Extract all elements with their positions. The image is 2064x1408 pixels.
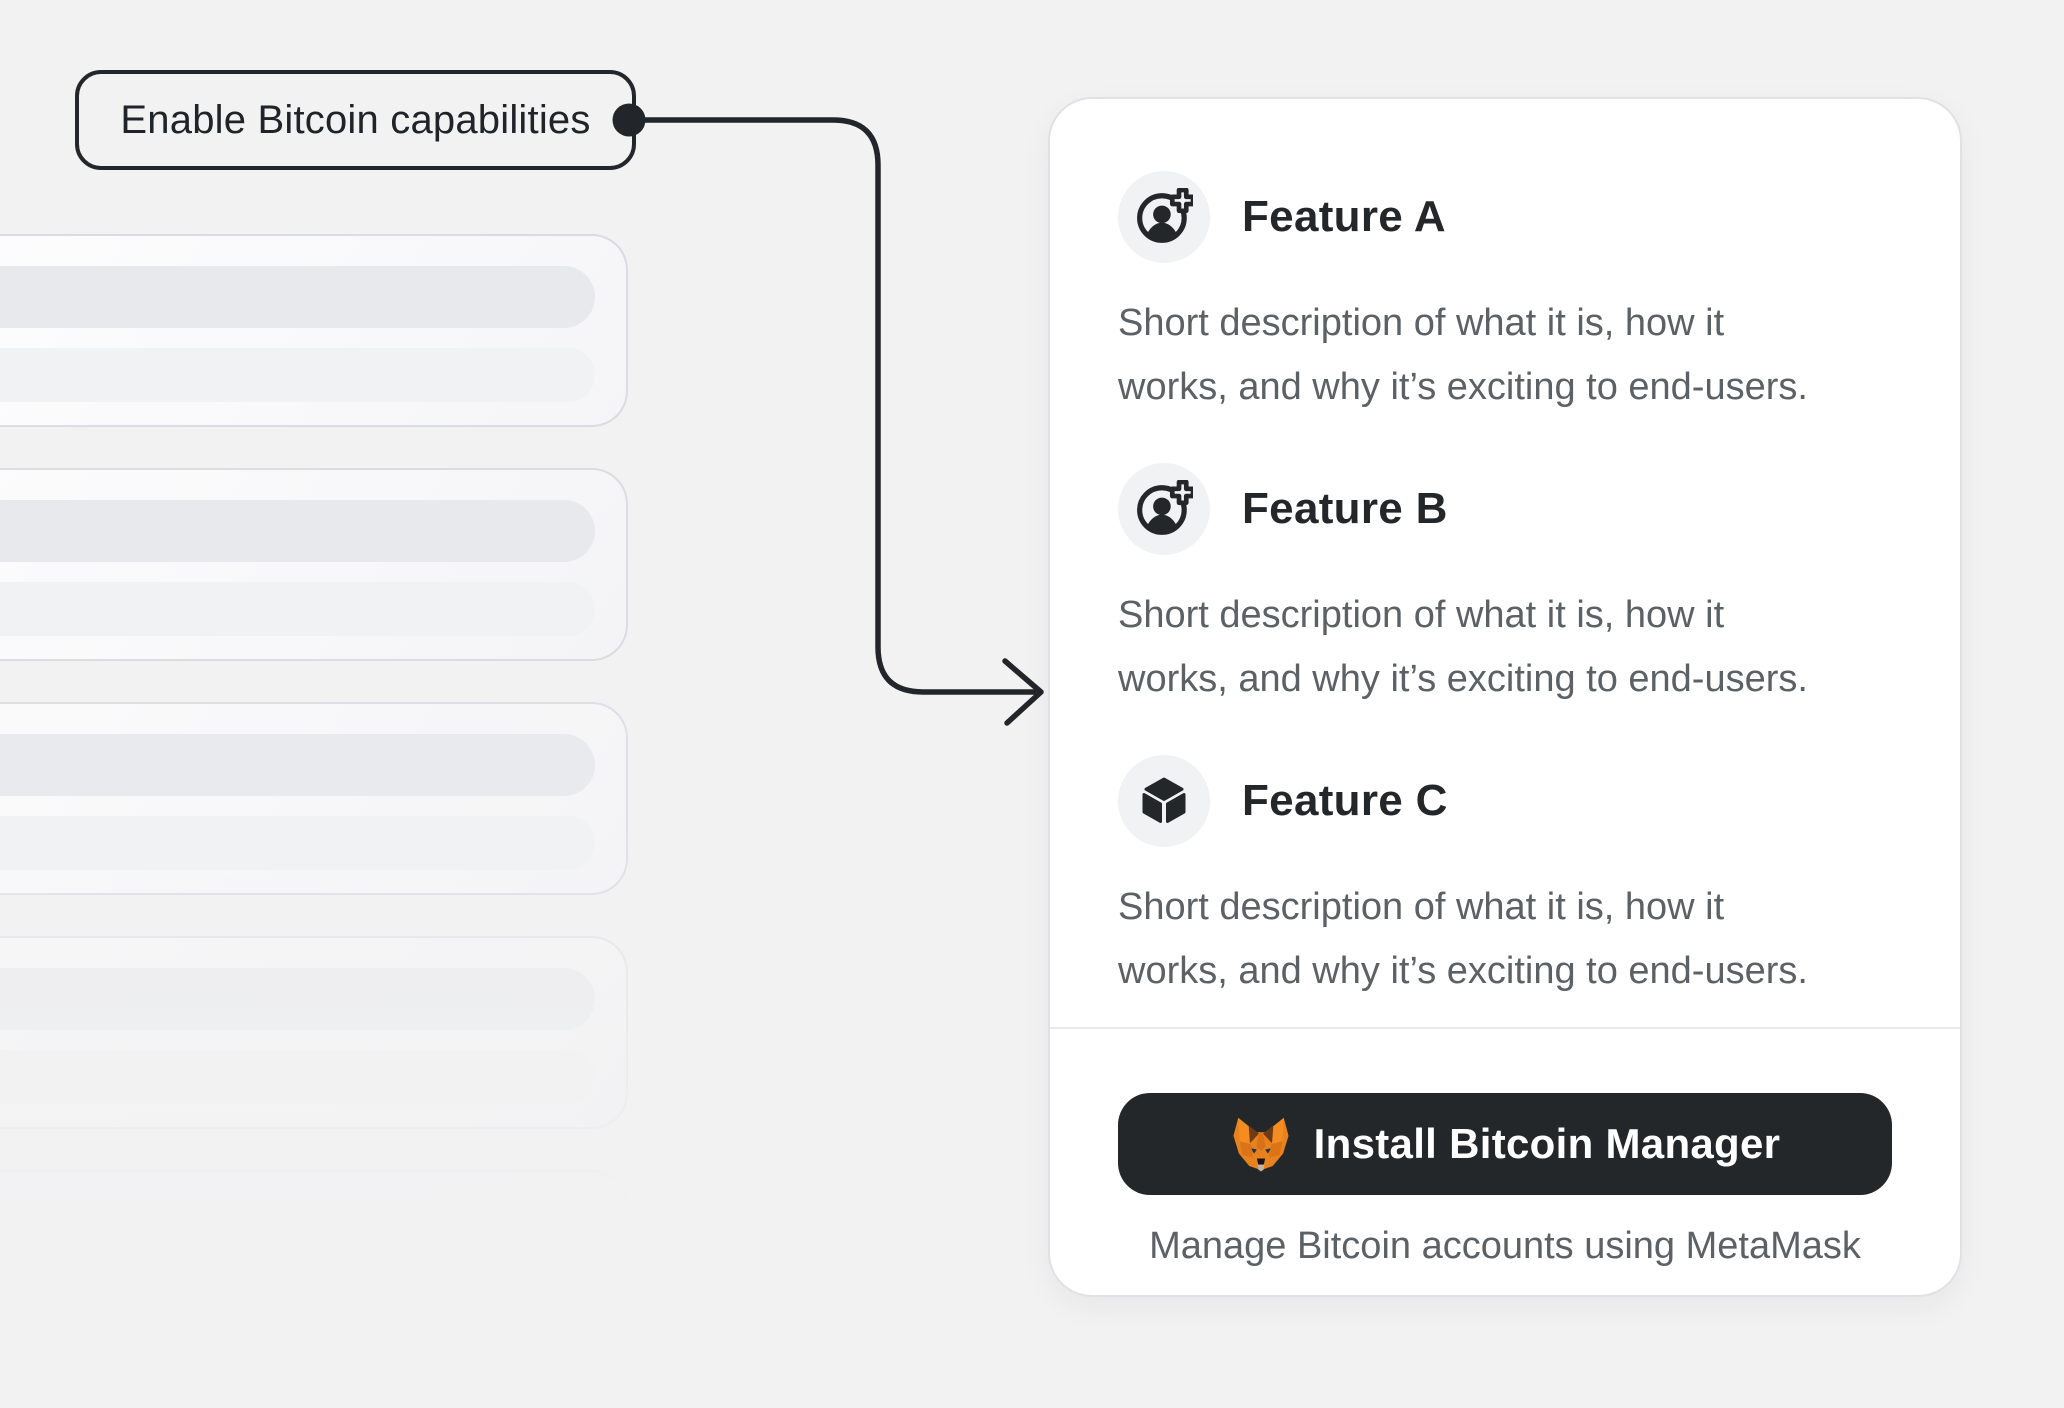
feature-icon-circle: [1118, 171, 1210, 263]
arrowhead-icon: [1002, 658, 1044, 726]
callout-label: Enable Bitcoin capabilities: [75, 70, 636, 170]
feature-description: Short description of what it is, how it …: [1118, 886, 1808, 992]
skeleton-card: [0, 702, 628, 895]
feature-title: Feature B: [1242, 484, 1448, 533]
user-add-icon: [1137, 188, 1193, 243]
user-add-icon: [1137, 480, 1193, 535]
feature-icon-circle: [1118, 755, 1210, 847]
skeleton-bar: [0, 734, 595, 796]
panel-divider: [1050, 1027, 1960, 1029]
skeleton-card: [0, 234, 628, 427]
skeleton-bar: [0, 348, 595, 402]
feature-header: Feature C: [1118, 755, 1892, 847]
cube-icon: [1142, 777, 1186, 823]
install-button-label: Install Bitcoin Manager: [1313, 1120, 1781, 1167]
skeleton-bar: [0, 500, 595, 562]
skeleton-bar: [0, 1202, 595, 1264]
skeleton-bar: [0, 1284, 595, 1338]
feature-description: Short description of what it is, how it …: [1118, 302, 1808, 408]
feature-title: Feature C: [1242, 776, 1448, 825]
skeleton-bar: [0, 1050, 595, 1104]
features-list: Feature A Short description of what it i…: [1050, 99, 1960, 1003]
skeleton-card: [0, 936, 628, 1129]
feature-row-b: Feature B Short description of what it i…: [1118, 463, 1892, 711]
metamask-fox-icon: [1233, 1117, 1289, 1172]
metamask-caption: Manage Bitcoin accounts using MetaMask: [1149, 1225, 1861, 1267]
feature-row-a: Feature A Short description of what it i…: [1118, 171, 1892, 419]
feature-header: Feature A: [1118, 171, 1892, 263]
feature-title: Feature A: [1242, 192, 1447, 241]
skeleton-stack: [0, 234, 628, 1404]
skeleton-card: [0, 468, 628, 661]
feature-description: Short description of what it is, how it …: [1118, 594, 1808, 700]
skeleton-bar: [0, 582, 595, 636]
skeleton-bar: [0, 816, 595, 870]
panel-footer: Install Bitcoin Manager Manage Bitcoin a…: [1050, 1029, 1960, 1268]
install-bitcoin-manager-button[interactable]: Install Bitcoin Manager: [1118, 1093, 1892, 1195]
features-panel: Feature A Short description of what it i…: [1048, 97, 1962, 1297]
skeleton-bar: [0, 266, 595, 328]
skeleton-bar: [0, 968, 595, 1030]
skeleton-card: [0, 1170, 628, 1363]
feature-row-c: Feature C Short description of what it i…: [1118, 755, 1892, 1003]
feature-header: Feature B: [1118, 463, 1892, 555]
feature-icon-circle: [1118, 463, 1210, 555]
